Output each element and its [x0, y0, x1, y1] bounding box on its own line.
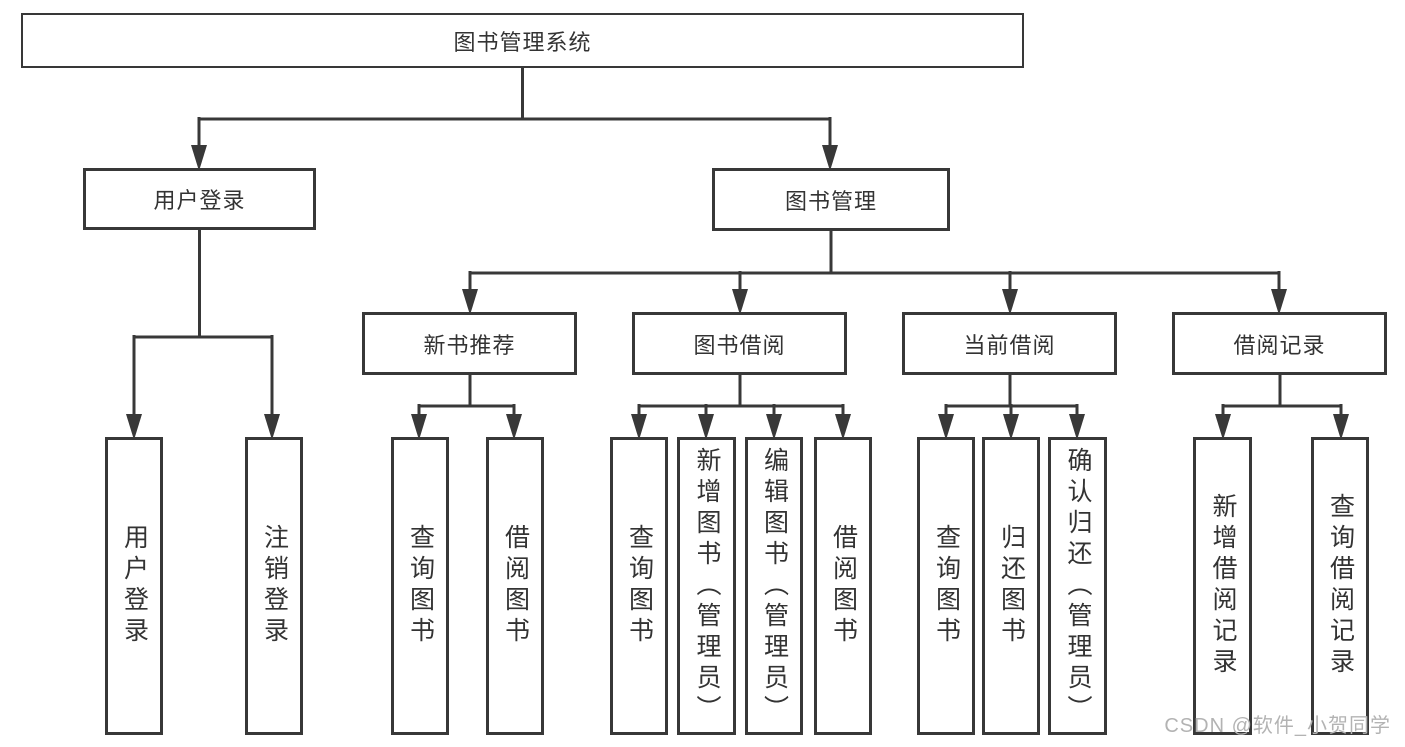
node-leaf-query-books-2: 查询图书 — [610, 437, 668, 735]
node-label: 借阅记录 — [1233, 332, 1326, 358]
node-label: 编辑图书（管理员） — [760, 446, 789, 726]
node-leaf-return-books: 归还图书 — [982, 437, 1040, 735]
node-label: 新增图书（管理员） — [693, 446, 721, 726]
node-leaf-query-books-1: 查询图书 — [391, 437, 449, 735]
node-label: 归还图书 — [997, 524, 1026, 648]
csdn-watermark: CSDN @软件_小贺同学 — [1164, 715, 1391, 737]
node-label: 查询图书 — [625, 524, 654, 648]
node-label: 确认归还（管理员） — [1064, 446, 1092, 726]
node-leaf-query-borrow-record: 查询借阅记录 — [1311, 437, 1369, 735]
node-label: 新书推荐 — [423, 332, 516, 358]
node-leaf-user-login: 用户登录 — [105, 437, 163, 735]
node-user-login: 用户登录 — [83, 168, 316, 230]
node-book-borrowing: 图书借阅 — [632, 312, 847, 375]
node-borrowing-records: 借阅记录 — [1172, 312, 1387, 375]
node-label: 图书管理系统 — [453, 29, 592, 55]
node-label: 新增借阅记录 — [1209, 493, 1237, 679]
node-leaf-confirm-return-admin: 确认归还（管理员） — [1048, 437, 1107, 735]
node-label: 注销登录 — [260, 524, 289, 648]
node-label: 用户登录 — [153, 188, 246, 213]
node-book-management: 图书管理 — [712, 168, 950, 231]
node-leaf-logout: 注销登录 — [245, 437, 303, 735]
node-label: 图书借阅 — [693, 332, 786, 358]
node-label: 当前借阅 — [963, 332, 1056, 358]
node-leaf-add-books-admin: 新增图书（管理员） — [677, 437, 736, 735]
node-label: 图书管理 — [784, 188, 877, 214]
node-leaf-edit-books-admin: 编辑图书（管理员） — [745, 437, 803, 735]
node-library-system: 图书管理系统 — [21, 13, 1024, 68]
node-leaf-add-borrow-record: 新增借阅记录 — [1193, 437, 1252, 735]
node-label: 查询图书 — [932, 524, 961, 648]
node-label: 借阅图书 — [829, 524, 858, 648]
node-label: 查询图书 — [406, 524, 435, 648]
node-current-borrowing: 当前借阅 — [902, 312, 1117, 375]
node-new-book-recommend: 新书推荐 — [362, 312, 577, 375]
node-label: 查询借阅记录 — [1326, 493, 1355, 679]
node-label: 用户登录 — [120, 524, 149, 648]
node-leaf-borrow-books-2: 借阅图书 — [814, 437, 872, 735]
node-label: 借阅图书 — [501, 524, 530, 648]
node-leaf-query-books-3: 查询图书 — [917, 437, 975, 735]
node-leaf-borrow-books-1: 借阅图书 — [486, 437, 544, 735]
